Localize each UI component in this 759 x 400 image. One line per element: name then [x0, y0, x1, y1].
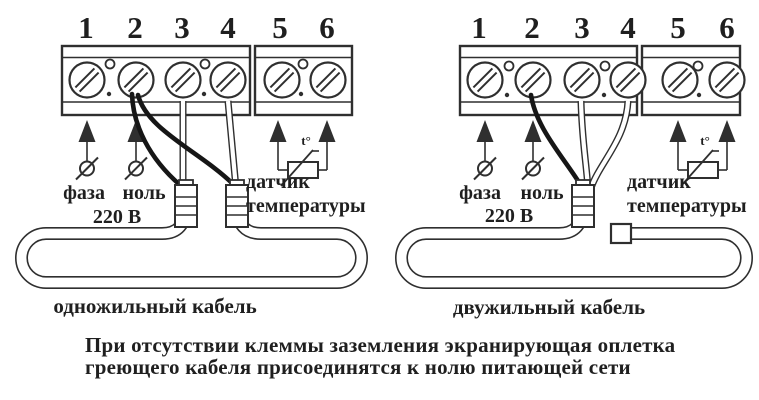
terminal-number: 2 — [127, 10, 143, 45]
terminal-number: 4 — [220, 10, 236, 45]
neutral-label: ноль — [520, 182, 564, 204]
terminal-number: 4 — [620, 10, 636, 45]
voltage-label: 220 В — [92, 206, 142, 228]
right-block-screws — [466, 60, 746, 99]
screw-icon — [309, 61, 347, 99]
cable-gland-icon — [571, 179, 595, 228]
screw-icon — [263, 61, 301, 99]
terminal-number: 1 — [78, 10, 94, 45]
phase-label: фаза — [63, 182, 105, 204]
screw-icon — [209, 61, 247, 99]
left-block-screws — [68, 58, 347, 99]
left-terminal-block-main — [60, 44, 252, 117]
screw-icon — [164, 61, 202, 99]
screw-icon — [708, 61, 746, 99]
right-temperature-sensor-icon — [678, 149, 727, 187]
temperature-symbol: t° — [700, 133, 710, 148]
sensor-arrow-icon — [268, 119, 288, 171]
sensor-arrow-icon — [317, 119, 337, 171]
terminal-number: 3 — [574, 10, 590, 45]
phase-label: фаза — [459, 182, 501, 204]
neutral-arrow-icon — [521, 119, 545, 181]
cable-gland-icon — [174, 179, 198, 228]
screw-icon — [563, 61, 601, 99]
terminal-number: 5 — [670, 10, 686, 45]
cable-gland-icon — [225, 179, 249, 228]
terminal-number: 2 — [524, 10, 540, 45]
screw-icon — [466, 61, 504, 99]
footnote-line-1: При отсутствии клеммы заземления экранир… — [85, 333, 676, 357]
terminal-number: 6 — [319, 10, 335, 45]
neutral-arrow-icon — [124, 119, 148, 181]
voltage-label: 220 В — [484, 205, 534, 227]
sensor-label-line2: температуры — [627, 195, 747, 217]
terminal-number: 6 — [719, 10, 735, 45]
cable-end-cap-icon — [609, 222, 633, 245]
terminal-number: 3 — [174, 10, 190, 45]
left-terminal-block-sensor — [253, 44, 354, 117]
sensor-label-line1: датчик — [246, 171, 310, 193]
screw-icon — [609, 61, 647, 99]
right-braid-wire — [528, 92, 583, 187]
terminal-number: 5 — [272, 10, 288, 45]
neutral-label: ноль — [122, 182, 166, 204]
footnote-line-2: греющего кабеля присоединятся к нолю пит… — [85, 355, 631, 379]
phase-arrow-icon — [75, 119, 99, 181]
left-heating-cable-loop — [15, 182, 368, 289]
screw-icon — [514, 61, 552, 99]
sensor-arrow-icon — [717, 119, 737, 171]
phase-arrow-icon — [473, 119, 497, 181]
sensor-label-line1: датчик — [627, 171, 691, 193]
screw-icon — [68, 61, 106, 99]
temperature-symbol: t° — [301, 133, 311, 148]
right-cable-caption: двужильный кабель — [452, 295, 646, 319]
sensor-label-line2: температуры — [246, 195, 366, 217]
left-temperature-sensor-icon — [278, 149, 327, 187]
sensor-arrow-icon — [668, 119, 688, 171]
screw-icon — [117, 61, 155, 99]
terminal-number: 1 — [471, 10, 487, 45]
left-cable-caption: одножильный кабель — [53, 294, 257, 318]
screw-icon — [661, 61, 699, 99]
left-braid-wires — [129, 91, 236, 188]
right-heating-cable-loop — [395, 182, 753, 289]
